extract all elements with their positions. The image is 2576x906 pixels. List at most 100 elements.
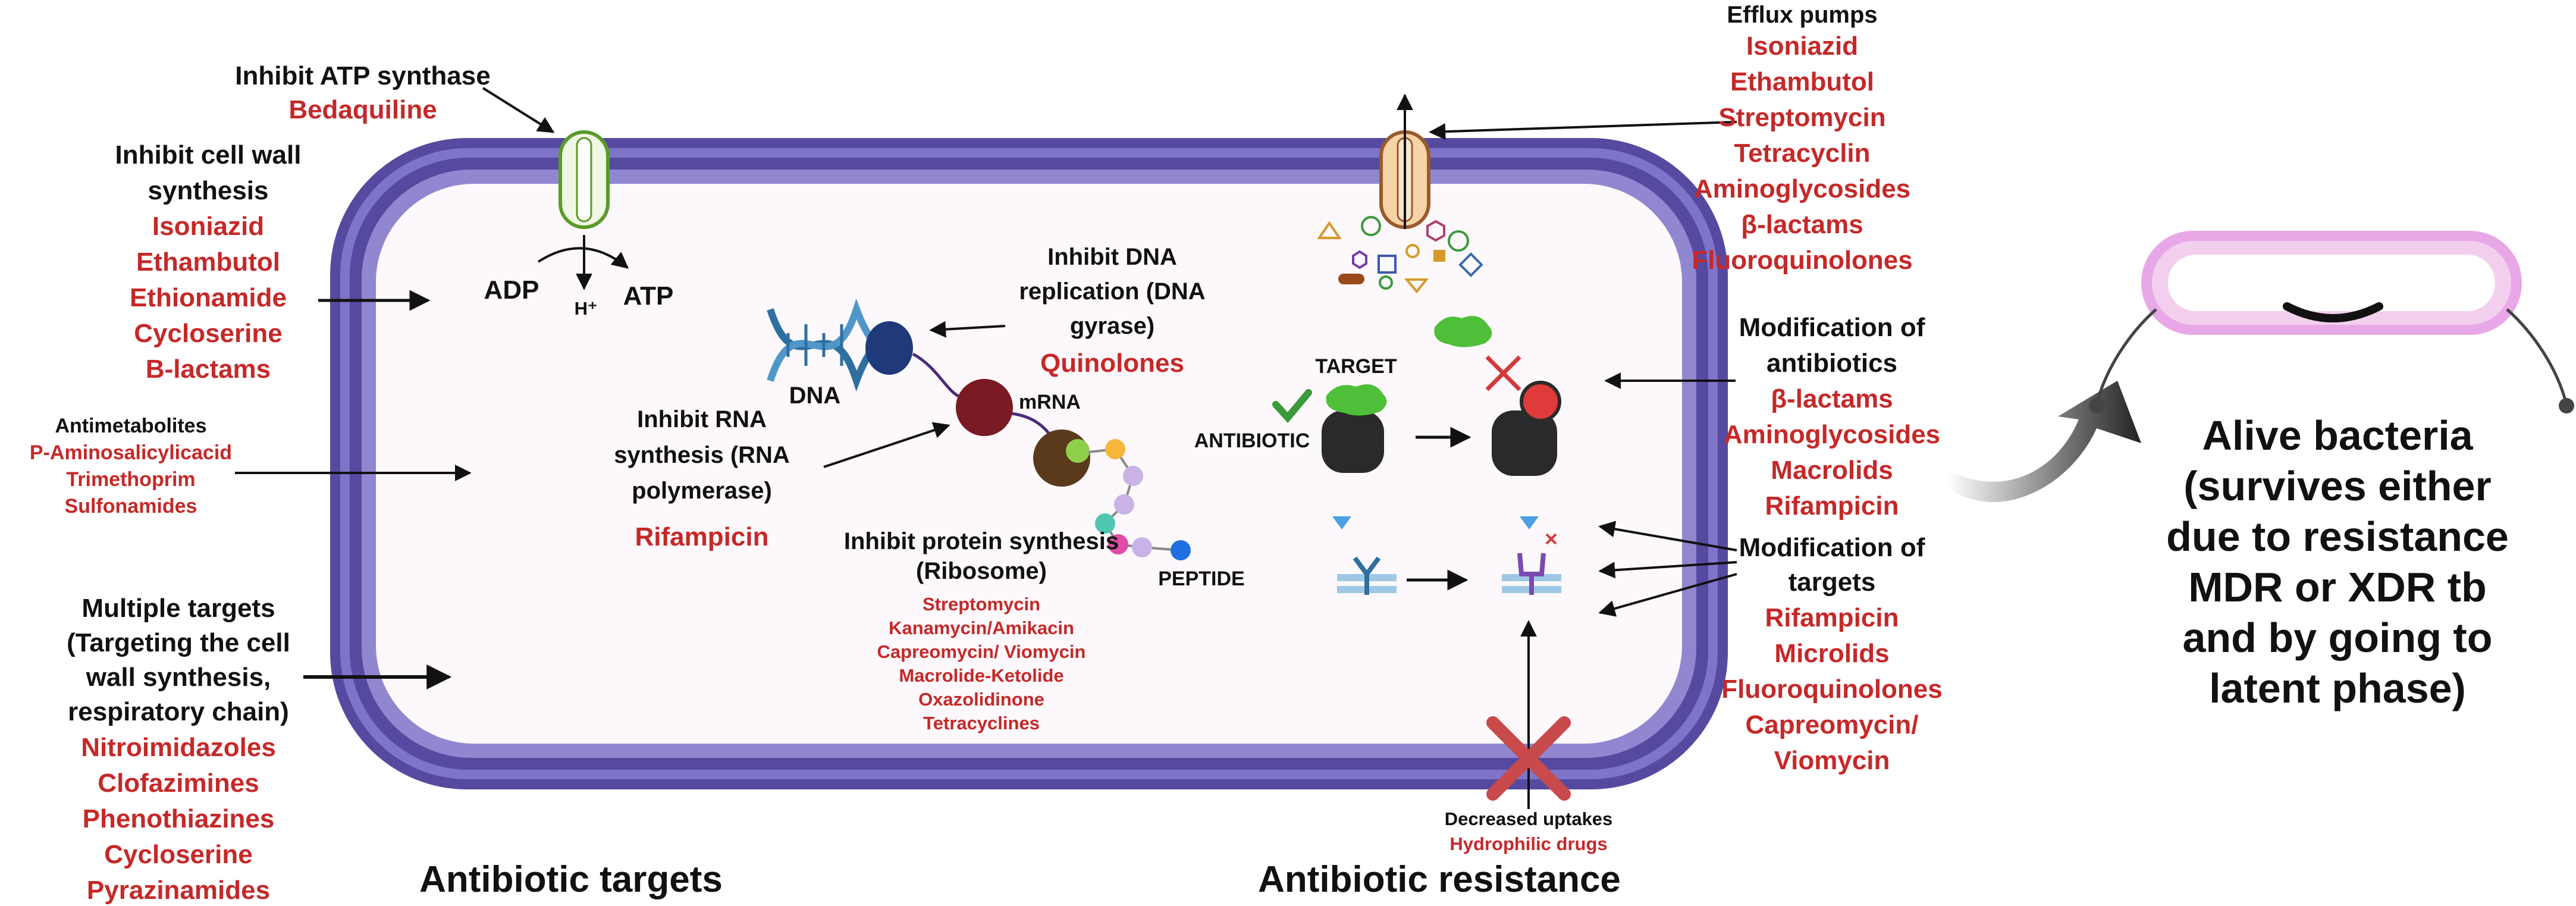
- antimetabolites-title: Antimetabolites: [55, 415, 207, 437]
- mod-antibiotics-drug: Rifampicin: [1765, 491, 1899, 521]
- mod-antibiotics-drug: Macrolids: [1771, 456, 1893, 485]
- alive-bacteria-line: MDR or XDR tb: [2188, 564, 2487, 610]
- mod-antibiotics-drug: β-lactams: [1771, 384, 1893, 413]
- cross-mark-icon: [1485, 355, 1521, 391]
- protein-synthesis-title-line: Inhibit protein synthesis: [843, 528, 1119, 554]
- rna-polymerase: [956, 379, 1013, 436]
- alive-bacteria-line: latent phase): [2209, 665, 2466, 711]
- h-plus-label: H⁺: [574, 298, 598, 319]
- uptake-drug: Hydrophilic drugs: [1449, 833, 1608, 854]
- rna-synthesis-drug: Rifampicin: [635, 522, 769, 551]
- arrow-atp-synthase: [482, 87, 555, 133]
- atp-label: ATP: [623, 281, 674, 311]
- arrow-dna-replication: [929, 321, 1006, 338]
- cell-membrane: [330, 138, 1728, 789]
- dna-replication-title-line: replication (DNA: [1019, 278, 1206, 305]
- alive-bacteria-line: and by going to: [2182, 615, 2493, 661]
- protein-synthesis-drug: Tetracyclines: [923, 713, 1040, 733]
- mod-antibiotics-drug: Aminoglycosides: [1723, 420, 1941, 449]
- antimetabolites-drug: Sulfonamides: [64, 495, 197, 518]
- multiple-targets-drug: Cycloserine: [104, 840, 253, 869]
- mod-antibiotics-title-line: antibiotics: [1766, 349, 1898, 378]
- mod-targets-title-line: Modification of: [1739, 533, 1925, 562]
- cell-wall-drug: Ethionamide: [129, 283, 287, 312]
- efflux-drug: Streptomycin: [1718, 103, 1886, 132]
- dna-label: DNA: [789, 383, 841, 409]
- cell-wall-drug: B-lactams: [145, 355, 271, 384]
- peptide-chain: [1088, 439, 1191, 560]
- multiple-targets-drug: Phenothiazines: [82, 804, 275, 833]
- rna-synthesis-title-line: polymerase): [632, 478, 772, 504]
- atp-synthase-channel: [559, 130, 610, 229]
- strand: [912, 352, 964, 400]
- efflux-drug: Aminoglycosides: [1693, 174, 1911, 203]
- protein-synthesis-title-line: (Ribosome): [916, 558, 1047, 584]
- protein-synthesis-drug: Macrolide-Ketolide: [899, 665, 1064, 686]
- multiple-targets-drug: Clofazimines: [98, 769, 259, 798]
- cell-wall-title-line: Inhibit cell wall: [115, 140, 302, 170]
- multiple-targets-title-line: respiratory chain): [68, 697, 289, 726]
- arrow-efflux-pumps: [1429, 121, 1737, 140]
- target-label: TARGET: [1315, 355, 1397, 378]
- mod-targets-drug: Fluoroquinolones: [1721, 675, 1943, 704]
- antimetabolites-drug: Trimethoprim: [66, 468, 196, 491]
- mod-targets-drug: Viomycin: [1774, 746, 1890, 775]
- efflux-drug: Isoniazid: [1746, 32, 1859, 61]
- rna-synthesis-title-line: Inhibit RNA: [637, 406, 767, 432]
- check-mark-icon: [1272, 389, 1312, 424]
- atp-synthase-drug: Bedaquiline: [288, 95, 437, 124]
- uptake-title: Decreased uptakes: [1444, 808, 1613, 829]
- mod-targets-drug: Microlids: [1774, 639, 1890, 668]
- efflux-drug: Tetracyclin: [1734, 139, 1871, 168]
- efflux-drug: Fluoroquinolones: [1692, 246, 1913, 275]
- alive-bacteria-line: Alive bacteria: [2202, 412, 2473, 459]
- antimetabolites-drug: P-Aminosalicylicacid: [29, 441, 233, 464]
- adp-label: ADP: [484, 275, 539, 305]
- multiple-targets-title-line: (Targeting the cell: [67, 628, 290, 657]
- mod-targets-title-line: targets: [1788, 568, 1876, 597]
- drug-molecules: [1317, 216, 1483, 294]
- dna-gyrase: [865, 321, 913, 375]
- protein-synthesis-drug: Kanamycin/Amikacin: [889, 617, 1074, 638]
- dna-replication-title-line: gyrase): [1069, 313, 1155, 339]
- multiple-targets-title-line: wall synthesis,: [86, 663, 271, 692]
- cell-wall-title-line: synthesis: [148, 176, 269, 205]
- heading-antibiotic-targets: Antibiotic targets: [419, 859, 723, 900]
- mrna-label: mRNA: [1019, 391, 1081, 413]
- atp-synthase-title: Inhibit ATP synthase: [235, 61, 491, 90]
- cell-wall-drug: Cycloserine: [134, 319, 283, 348]
- arrow-mod-targets-2: [1598, 561, 1737, 579]
- target-modified: [1434, 316, 1561, 476]
- protein-synthesis-drug: Capreomycin/ Viomycin: [877, 641, 1086, 662]
- antibiotic-label: ANTIBIOTIC: [1194, 430, 1310, 452]
- curved-arrow: [1948, 381, 2141, 502]
- receptor-normal: [1332, 516, 1397, 595]
- arrow-mod-targets-1: [1598, 521, 1737, 551]
- ribosome: [1033, 430, 1090, 487]
- alive-bacteria-line: due to resistance: [2166, 513, 2509, 560]
- efflux-drug: β-lactams: [1741, 210, 1863, 239]
- alive-bacterium: [2089, 231, 2574, 413]
- efflux-title: Efflux pumps: [1727, 2, 1878, 28]
- dna-replication-drug: Quinolones: [1040, 349, 1184, 378]
- protein-synthesis-drug: Streptomycin: [922, 594, 1041, 615]
- target-unmodified: [1322, 384, 1387, 473]
- dna-replication-title-line: Inhibit DNA: [1047, 244, 1177, 270]
- rna-synthesis-title-line: synthesis (RNA: [614, 442, 790, 468]
- mod-antibiotics-title-line: Modification of: [1739, 313, 1925, 342]
- multiple-targets-drug: Pyrazinamides: [86, 876, 271, 905]
- blocked-uptake-icon: [1486, 716, 1571, 801]
- arrow-mod-targets-3: [1598, 573, 1737, 617]
- alive-bacteria-line: (survives either: [2183, 463, 2492, 509]
- protein-synthesis-drug: Oxazolidinone: [918, 689, 1044, 710]
- peptide-label: PEPTIDE: [1158, 568, 1245, 590]
- arrow-adp-atp: [537, 247, 629, 269]
- receptor-modified: [1502, 516, 1561, 595]
- multiple-targets-drug: Nitroimidazoles: [81, 733, 276, 762]
- cell-wall-drug: Ethambutol: [136, 247, 280, 277]
- cell-wall-drug: Isoniazid: [152, 212, 265, 241]
- multiple-targets-title-line: Multiple targets: [81, 594, 275, 623]
- arrow-rna-synthesis: [823, 422, 950, 468]
